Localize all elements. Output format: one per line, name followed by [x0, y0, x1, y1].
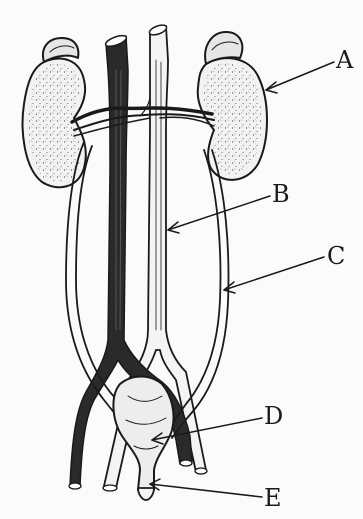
label-a: A: [335, 46, 354, 74]
label-c: C: [327, 242, 345, 270]
label-e: E: [264, 484, 282, 512]
label-b: B: [272, 180, 290, 208]
label-d: D: [264, 402, 283, 430]
